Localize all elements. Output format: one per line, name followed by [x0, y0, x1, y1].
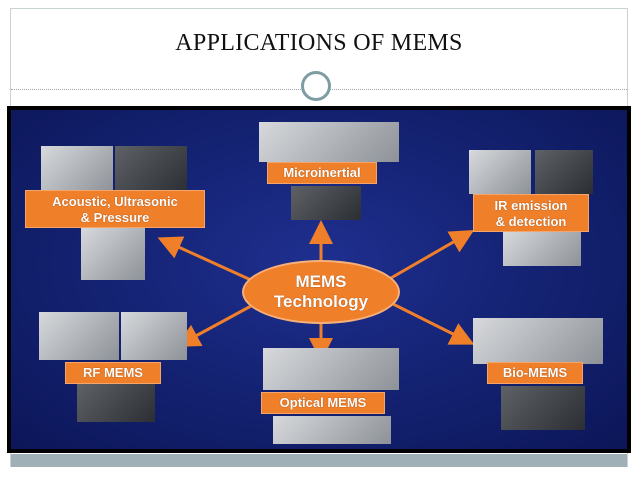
acoustic-device-photo-1 [41, 146, 113, 192]
center-node-line2: Technology [273, 292, 369, 311]
acoustic-device-photo-3 [81, 228, 145, 280]
node-microinertial: Microinertial [267, 162, 377, 184]
optical-device-photo-2 [273, 416, 391, 444]
ir-device-photo-1 [469, 150, 531, 194]
rf-device-photo-2 [121, 312, 187, 360]
node-acoustic-line2: & Pressure [80, 210, 150, 225]
arrow-to-acoustic [157, 236, 252, 282]
acoustic-device-photo-2 [115, 146, 187, 192]
node-acoustic: Acoustic, Ultrasonic & Pressure [25, 190, 205, 228]
node-ir-line1: IR emission [494, 198, 568, 213]
diagram-picture: Acoustic, Ultrasonic & Pressure Microine… [7, 106, 631, 453]
node-optical: Optical MEMS [261, 392, 385, 414]
microinertial-device-photo-1 [259, 122, 399, 162]
node-bio: Bio-MEMS [487, 362, 583, 384]
center-node-mems-technology: MEMS Technology [242, 260, 400, 324]
diagram-panel: Acoustic, Ultrasonic & Pressure Microine… [11, 110, 627, 449]
node-ir: IR emission & detection [473, 194, 589, 232]
bio-device-photo-1 [473, 318, 603, 364]
node-rf-line1: RF MEMS [83, 365, 143, 380]
center-node-line1: MEMS [295, 272, 347, 291]
node-ir-line2: & detection [495, 214, 567, 229]
arrow-layer [157, 220, 475, 362]
node-optical-line1: Optical MEMS [279, 395, 367, 410]
divider-ring-ornament [301, 71, 331, 101]
bio-device-photo-2 [501, 386, 585, 430]
slide-footer-bar [11, 454, 627, 467]
slide-title: APPLICATIONS OF MEMS [175, 30, 463, 56]
arrow-to-ir [390, 230, 475, 280]
optical-device-photo-1 [263, 348, 399, 390]
rf-device-photo-1 [39, 312, 119, 360]
node-acoustic-line1: Acoustic, Ultrasonic [52, 194, 178, 209]
arrow-to-rf [175, 304, 252, 347]
microinertial-device-photo-2 [291, 186, 361, 220]
ir-device-photo-3 [503, 232, 581, 266]
node-bio-line1: Bio-MEMS [502, 365, 568, 380]
node-microinertial-line1: Microinertial [283, 165, 361, 180]
node-rf: RF MEMS [65, 362, 161, 384]
ir-device-photo-2 [535, 150, 593, 194]
rf-device-photo-3 [77, 384, 155, 422]
arrow-to-bio [392, 302, 475, 345]
